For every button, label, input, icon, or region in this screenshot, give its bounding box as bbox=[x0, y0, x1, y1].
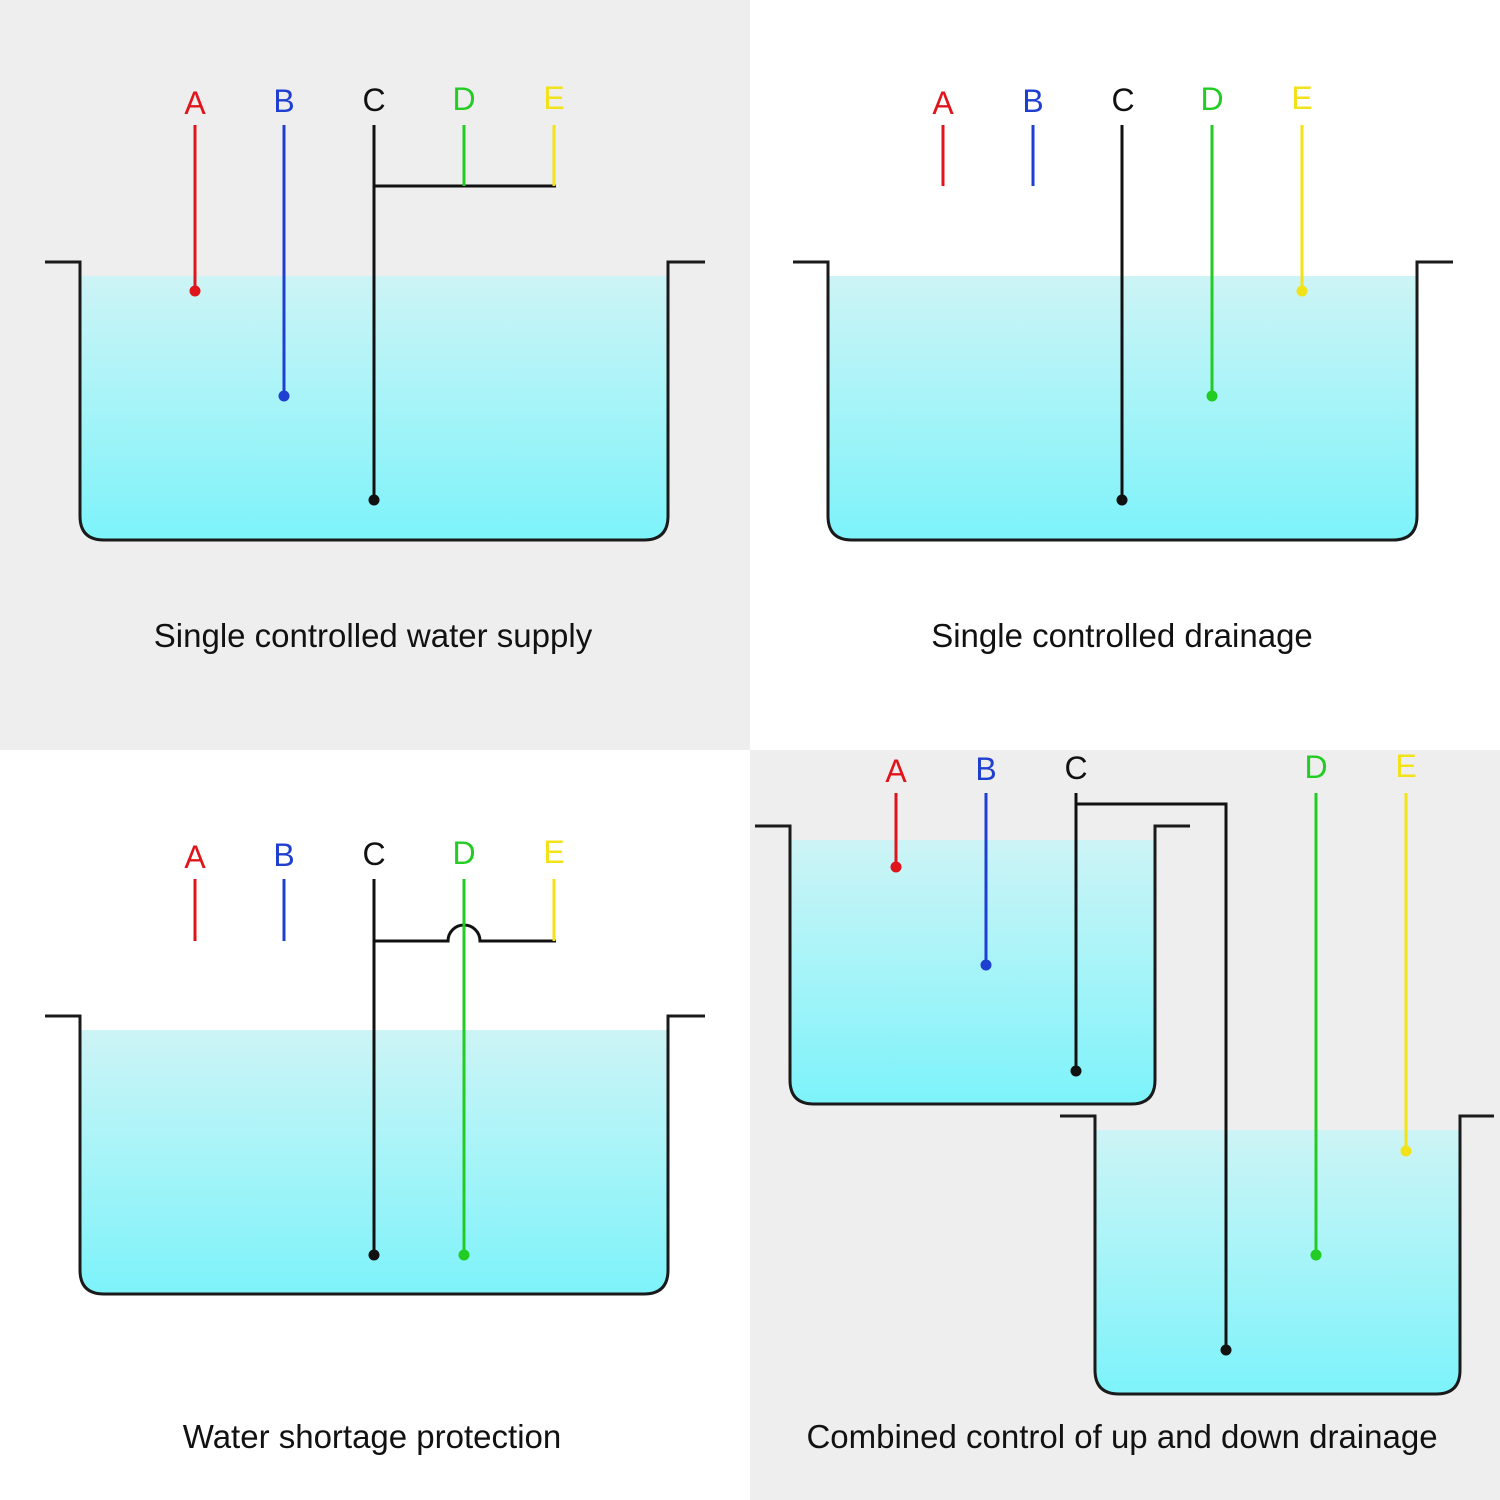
upper-tank-outline bbox=[755, 824, 1190, 1106]
probe-label-b: B bbox=[273, 83, 294, 119]
panel-shortage-protection: A B C D E Water shortage protection bbox=[45, 834, 705, 1455]
probe-b-tip bbox=[278, 390, 290, 402]
tank-outline bbox=[793, 260, 1453, 542]
panel-caption: Combined control of up and down drainage bbox=[806, 1418, 1437, 1455]
probe-b-tip bbox=[980, 959, 992, 971]
probe-label-c: C bbox=[1111, 82, 1134, 118]
probe-c-tip bbox=[1116, 494, 1128, 506]
tank-outline bbox=[45, 1014, 705, 1296]
probe-label-a: A bbox=[184, 839, 206, 875]
lower-water-body bbox=[1095, 1130, 1460, 1394]
probe-label-a: A bbox=[184, 85, 206, 121]
panel-single-supply: A B C D E Single controlled water supply bbox=[45, 80, 705, 654]
probe-label-a: A bbox=[885, 753, 907, 789]
probe-e-tip bbox=[1400, 1145, 1412, 1157]
probe-label-d: D bbox=[1304, 749, 1327, 785]
panel-single-drainage: A B C D E Single controlled drainage bbox=[793, 80, 1453, 654]
probe-c-tip bbox=[368, 494, 380, 506]
upper-water-body bbox=[790, 840, 1155, 1104]
lower-tank-outline bbox=[1060, 1114, 1494, 1396]
probe-a-tip bbox=[890, 861, 902, 873]
probe-label-d: D bbox=[1200, 81, 1223, 117]
panel-caption: Single controlled drainage bbox=[931, 617, 1313, 654]
probe-label-c: C bbox=[1064, 750, 1087, 786]
probe-label-c: C bbox=[362, 836, 385, 872]
tank-outline bbox=[45, 260, 705, 542]
probe-label-d: D bbox=[452, 835, 475, 871]
probe-label-d: D bbox=[452, 81, 475, 117]
probe-c-tip bbox=[368, 1249, 380, 1261]
probe-d-tip bbox=[1206, 390, 1218, 402]
panel-combined-control: A B C D E Combined control of up and dow… bbox=[755, 748, 1494, 1455]
probe-label-e: E bbox=[543, 834, 564, 870]
probe-c-tip bbox=[1070, 1065, 1082, 1077]
probe-label-a: A bbox=[932, 85, 954, 121]
probe-label-e: E bbox=[543, 80, 564, 116]
panel-caption: Water shortage protection bbox=[183, 1418, 561, 1455]
probe-label-b: B bbox=[1022, 83, 1043, 119]
probe-label-e: E bbox=[1291, 80, 1312, 116]
probe-label-e: E bbox=[1395, 748, 1416, 784]
c-branch-to-lower-tank bbox=[1076, 802, 1228, 1350]
c-branch-tip bbox=[1220, 1344, 1232, 1356]
probe-label-b: B bbox=[975, 751, 996, 787]
probe-label-b: B bbox=[273, 837, 294, 873]
probe-e-tip bbox=[1296, 285, 1308, 297]
panel-caption: Single controlled water supply bbox=[154, 617, 593, 654]
probe-label-c: C bbox=[362, 82, 385, 118]
probe-a-tip bbox=[189, 285, 201, 297]
probe-d-tip bbox=[1310, 1249, 1322, 1261]
probe-d-tip bbox=[458, 1249, 470, 1261]
